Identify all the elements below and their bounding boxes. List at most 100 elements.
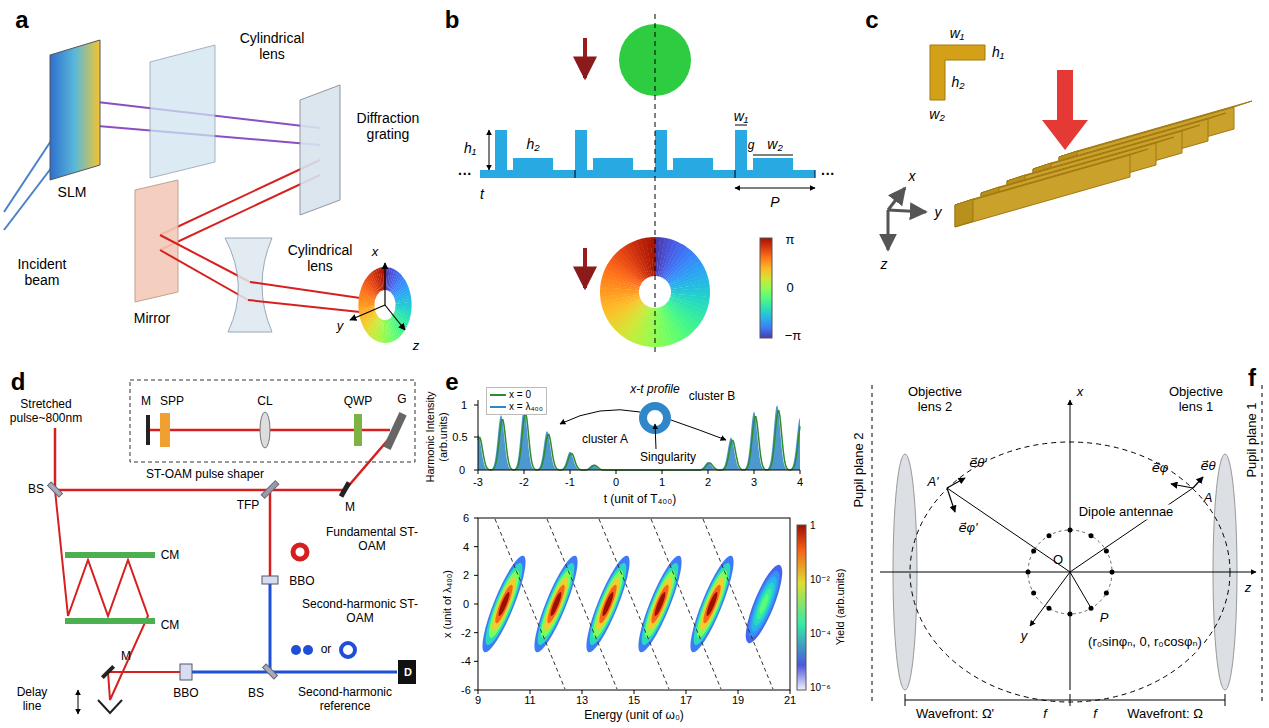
- axis-label: y: [1021, 629, 1028, 644]
- l-profile: [930, 45, 985, 100]
- figure-label: e⃗φ: [1152, 461, 1168, 476]
- unit-vector: [947, 488, 955, 512]
- grating: [383, 412, 406, 450]
- tick-label: -4: [461, 655, 471, 668]
- blob-layer: [488, 575, 520, 632]
- axis-label: y: [935, 204, 942, 220]
- delay-arrow: [78, 690, 79, 714]
- legend-text: x = 0: [509, 389, 531, 400]
- figure-label: Pupil plane 2: [852, 432, 867, 507]
- figure-label: BS: [248, 687, 264, 701]
- tick: [474, 546, 478, 547]
- period-mark: [735, 170, 736, 178]
- tick-label: 2: [463, 569, 469, 582]
- axis-title: Harmonic Intensity (arb.units): [424, 390, 449, 485]
- focal-tick: [905, 694, 906, 706]
- figure-label: e⃗θ': [969, 456, 987, 471]
- axis-arrow: [887, 210, 890, 250]
- axis-label: x: [909, 168, 916, 184]
- tall-tooth: [495, 130, 507, 170]
- figure-label: Cylindrical lens: [275, 242, 365, 274]
- figure-label: Stretched pulse~800nm: [4, 398, 88, 426]
- axis-title: t (unit of T₄₀₀): [604, 493, 677, 507]
- harmonic-icon: [341, 643, 355, 657]
- panel-letter: b: [445, 6, 460, 34]
- panel-letter: a: [15, 6, 28, 34]
- dimension-label: w₂: [767, 136, 782, 152]
- figure-label: Diffraction grating: [353, 110, 423, 142]
- dimension-label: h₂: [951, 74, 964, 90]
- blob-layer: [601, 591, 615, 617]
- tick-label: 1: [659, 476, 665, 489]
- figure-label: e⃗θ: [1200, 459, 1215, 474]
- tick: [474, 690, 478, 691]
- blob-layer: [584, 560, 633, 648]
- thin-film-polarizer: [261, 481, 279, 499]
- tick-label: 17: [680, 694, 692, 707]
- beam-splitter: [48, 482, 63, 497]
- dipole-dot: [1068, 612, 1073, 617]
- figure-label: Pupil plane 1: [1245, 402, 1260, 477]
- period-mark: [815, 170, 816, 178]
- tick: [790, 690, 791, 694]
- guide-line: [703, 519, 773, 689]
- beam: [55, 490, 180, 700]
- blob-layer: [492, 583, 515, 625]
- tick: [474, 437, 478, 438]
- beam: [192, 671, 397, 674]
- figure-label: Wavefront: Ω: [1127, 707, 1203, 722]
- tick-label: 11: [524, 694, 535, 707]
- pointer-arrow: [560, 410, 640, 424]
- ray: [1070, 572, 1091, 608]
- harmonic-blob: [579, 552, 637, 656]
- mirror: [146, 415, 150, 445]
- axis: [478, 400, 479, 470]
- retroreflector: [98, 700, 122, 713]
- blob-layer: [540, 575, 572, 632]
- panel-e-art: [474, 400, 806, 694]
- blob-layer: [532, 560, 581, 648]
- colorbar-label: 10⁻²: [810, 574, 830, 586]
- tall-tooth: [655, 130, 667, 170]
- tick: [478, 690, 479, 694]
- panel-letter: c: [865, 6, 878, 34]
- colorbar-label: 10⁻⁴: [810, 628, 831, 640]
- dimension-label: g: [748, 139, 755, 153]
- unit-vector: [1193, 477, 1203, 488]
- figure-label: x-t profile: [630, 383, 679, 397]
- spiral-phase-plate: [160, 413, 170, 447]
- tick-label: 19: [732, 694, 744, 707]
- figure-label: Objective lens 1: [1156, 385, 1236, 415]
- blob-layer: [758, 593, 771, 614]
- panel-c-art: [888, 45, 1252, 250]
- harmonic-blob: [527, 552, 585, 656]
- panel-letter: d: [11, 368, 26, 396]
- plot-frame: [478, 518, 790, 690]
- figure-label: ···: [821, 166, 835, 182]
- dimension-line: [753, 155, 793, 156]
- substrate: [480, 170, 815, 178]
- harmonic-blob: [631, 552, 689, 656]
- tick: [800, 470, 801, 474]
- legend-text: x = λ₄₀₀: [509, 401, 543, 412]
- beam: [55, 428, 393, 490]
- harmonic-blob: [683, 552, 741, 656]
- figure-label: M: [141, 395, 151, 409]
- dimension-label: t: [480, 186, 484, 202]
- figure-label: f: [1093, 707, 1097, 722]
- axis-arrow: [888, 188, 905, 210]
- figure-label: CM: [161, 619, 180, 633]
- shaped-ray: [248, 300, 360, 312]
- mirror: [339, 481, 351, 497]
- axis-arrow: [385, 305, 405, 330]
- tall-tooth: [735, 130, 747, 170]
- harmonic-blob: [475, 552, 533, 656]
- dimension-label: h₁: [992, 44, 1004, 60]
- tick-label: 6: [463, 512, 469, 525]
- guide-line: [651, 519, 721, 689]
- axis-title: Yield (arb.units): [834, 569, 847, 646]
- output-arrow: [583, 248, 587, 288]
- colorbar-label: 10⁻⁶: [810, 682, 831, 694]
